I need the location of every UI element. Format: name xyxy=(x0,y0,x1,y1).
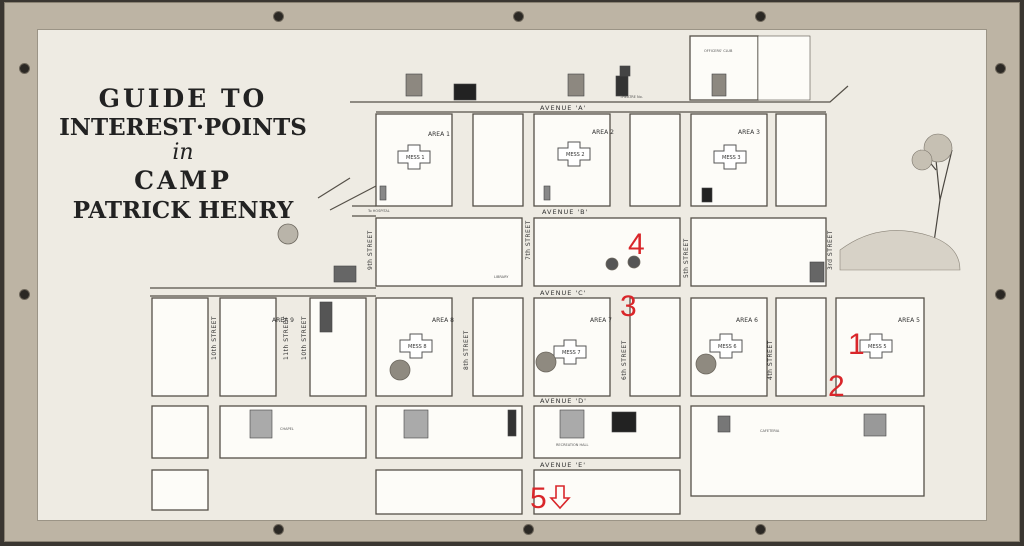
area-3-label: AREA 3 xyxy=(738,129,760,136)
chapel-label: CHAPEL xyxy=(280,427,294,431)
avenue-b-label: AVENUE 'B' xyxy=(542,208,588,216)
marker-1: 1 xyxy=(848,328,865,361)
mess-cross-5: MESS 5 xyxy=(859,333,893,359)
area-1-label: AREA 1 xyxy=(428,131,450,138)
area-7-label: AREA 7 xyxy=(590,317,612,324)
officers-club-label: OFFICERS' CLUB xyxy=(704,49,733,53)
frame-screw xyxy=(274,12,283,21)
blocks-row-3 xyxy=(151,297,925,397)
blocks-row-1 xyxy=(375,113,827,207)
mess-cross-2: MESS 2 xyxy=(557,141,591,167)
frame-screw xyxy=(274,525,283,534)
street-label-9th: 9th STREET xyxy=(367,230,374,270)
frame-screw xyxy=(514,12,523,21)
frame-screw xyxy=(996,64,1005,73)
mess-3-label: MESS 3 xyxy=(722,155,741,161)
hospital-road-2 xyxy=(352,205,376,217)
frame-screw xyxy=(20,290,29,299)
street-label-10th: 10th STREET xyxy=(301,316,308,360)
avenue-c-west xyxy=(150,287,376,297)
mess-7-label: MESS 7 xyxy=(562,350,581,356)
mess-cross-7: MESS 7 xyxy=(553,339,587,365)
street-label-11th: 11th STREET xyxy=(283,316,290,360)
avenue-c-label: AVENUE 'C' xyxy=(540,289,587,297)
title-interest-points: INTEREST·POINTS xyxy=(59,114,307,141)
tree-illustration-west xyxy=(277,223,717,381)
frame-screw xyxy=(20,64,29,73)
cafeteria-label: CAFETERIA xyxy=(760,429,780,433)
theatre-label: THEATRE No. xyxy=(619,95,643,99)
frame-screw xyxy=(996,290,1005,299)
avenue-a-north-edge xyxy=(350,85,849,103)
street-label-3rd: 3rd STREET xyxy=(827,230,834,270)
street-label-5th: 5th STREET xyxy=(683,238,690,278)
title-patrick-henry: PATRICK HENRY xyxy=(72,197,294,224)
area-6-label: AREA 6 xyxy=(736,317,758,324)
mess-cross-1: MESS 1 xyxy=(397,144,431,170)
mess-cross-6: MESS 6 xyxy=(709,333,743,359)
title-in: in xyxy=(172,140,194,165)
street-label-6th: 6th STREET xyxy=(621,340,628,380)
library-label: LIBRARY xyxy=(494,275,509,279)
street-label-7th: 7th STREET xyxy=(525,220,532,260)
mess-2-label: MESS 2 xyxy=(566,152,585,158)
mess-cross-8: MESS 8 xyxy=(399,333,433,359)
frame-screw xyxy=(756,12,765,21)
title-camp: CAMP xyxy=(134,166,232,195)
recreation-hall-label: RECREATION HALL xyxy=(556,443,588,447)
street-label-10th-west: 10th STREET xyxy=(211,316,218,360)
area-9-label: AREA 9 xyxy=(272,317,294,324)
frame-screw xyxy=(756,525,765,534)
buildings xyxy=(249,65,887,439)
mess-6-label: MESS 6 xyxy=(718,344,737,350)
mess-8-label: MESS 8 xyxy=(408,344,427,350)
tree-illustration-east xyxy=(839,133,961,271)
blocks-row-5 xyxy=(151,469,681,515)
blocks-row-2 xyxy=(375,217,827,287)
street-label-8th: 8th STREET xyxy=(463,330,470,370)
hospital-label: To HOSPITAL xyxy=(367,209,390,213)
mess-1-label: MESS 1 xyxy=(406,155,425,161)
area-8-label: AREA 8 xyxy=(432,317,454,324)
officers-club-lot-east xyxy=(757,35,811,101)
frame-screw xyxy=(524,525,533,534)
area-5-label: AREA 5 xyxy=(898,317,920,324)
hospital-road xyxy=(317,177,377,211)
marker-5: 5 xyxy=(530,482,547,515)
street-label-4th: 4th STREET xyxy=(767,340,774,380)
marker-2: 2 xyxy=(828,370,845,403)
mess-5-label: MESS 5 xyxy=(868,344,887,350)
title-guide-to: GUIDE TO xyxy=(98,84,268,113)
avenue-e-label: AVENUE 'E' xyxy=(540,461,586,469)
mess-cross-3: MESS 3 xyxy=(713,144,747,170)
avenue-d-label: AVENUE 'D' xyxy=(540,397,587,405)
marker-4: 4 xyxy=(628,228,645,261)
avenue-a-label: AVENUE 'A' xyxy=(540,104,586,112)
marker-3: 3 xyxy=(620,290,637,323)
down-arrow-icon xyxy=(549,485,571,510)
area-2-label: AREA 2 xyxy=(592,129,614,136)
